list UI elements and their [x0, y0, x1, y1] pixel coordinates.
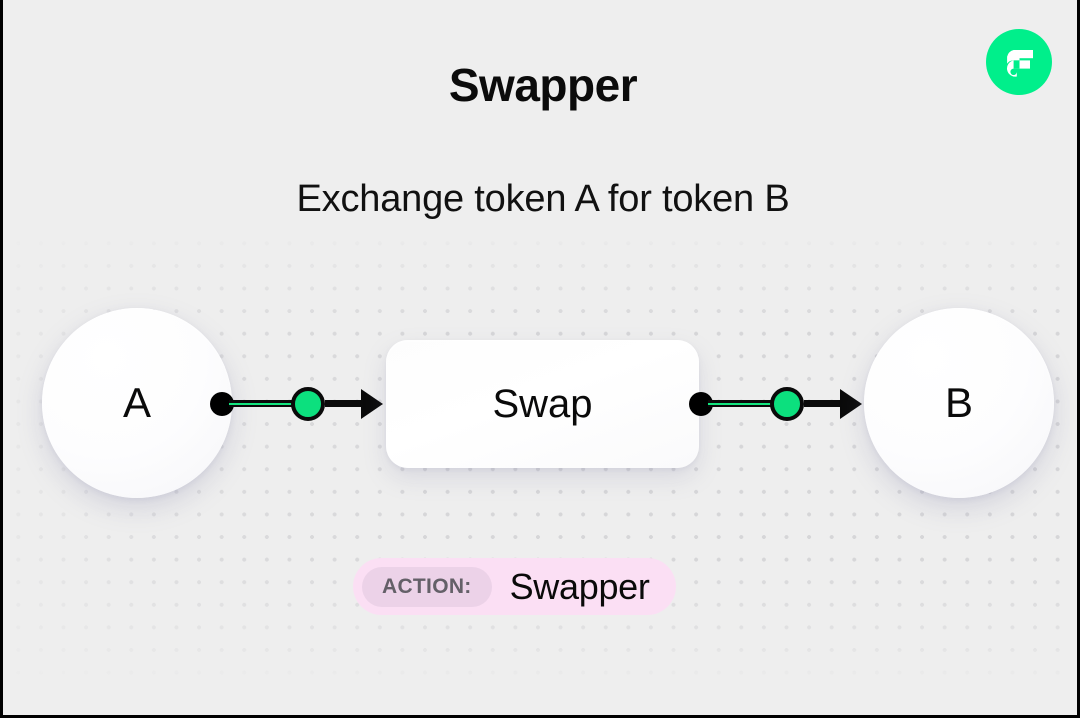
edge-swap-b-hub[interactable] [770, 387, 804, 421]
token-node-a-label: A [122, 379, 151, 426]
token-node-b-label: B [944, 379, 973, 426]
edge-swap-b-segment-2 [804, 400, 844, 407]
edge-swap-b-arrowhead-icon [840, 389, 862, 419]
page-subtitle: Exchange token A for token B [296, 178, 790, 220]
edge-swap-b-accent [708, 402, 776, 405]
action-badge-value: Swapper [509, 565, 650, 607]
token-node-a[interactable]: A [42, 308, 232, 498]
token-node-b[interactable]: B [864, 308, 1054, 498]
process-node-swap-label: Swap [492, 381, 593, 426]
edge-a-swap-hub[interactable] [291, 387, 325, 421]
edge-a-swap-segment-2 [325, 400, 365, 407]
action-badge-label: ACTION: [362, 566, 492, 607]
action-badge: ACTION: Swapper [353, 558, 676, 615]
edge-a-swap-arrowhead-icon [361, 389, 383, 419]
edge-a-swap-accent [229, 402, 297, 405]
page-title: Swapper [448, 59, 638, 111]
process-node-swap[interactable]: Swap [386, 340, 699, 468]
flow-logo-icon [986, 29, 1052, 95]
